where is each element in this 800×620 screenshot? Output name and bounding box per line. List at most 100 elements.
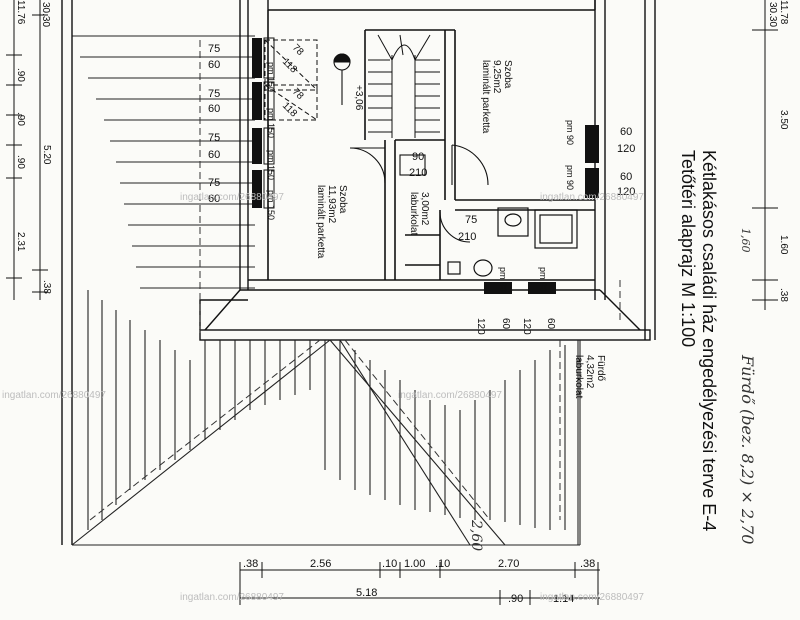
window-2-pm: pm 150 — [266, 108, 276, 138]
ridge-lines — [89, 40, 621, 521]
title-block: Kétlakásos családi ház engedélyezési ter… — [678, 150, 719, 531]
watermark-6: ingatlan.com/26880497 — [540, 592, 644, 603]
window-1-top: 75 — [208, 43, 220, 55]
room-szoba-left-floor: laminált parketta — [315, 185, 326, 259]
window-4-pm: pm 150 — [266, 190, 276, 220]
dim-bottom-270: 2.70 — [498, 558, 519, 570]
dim-bottom-10a: .10 — [382, 558, 397, 570]
door-labels: 90 210 75 210 — [409, 151, 477, 243]
door-2-width: 75 — [465, 214, 477, 226]
window-3-pm: pm 150 — [266, 150, 276, 180]
roof-hatching-bottom — [71, 290, 581, 546]
dim-bottom-256: 2.56 — [310, 558, 331, 570]
title-line-1: Kétlakásos családi ház engedélyezési ter… — [699, 150, 719, 531]
bwindow-2-pm: pm 90 — [538, 267, 548, 292]
dim-bottom-100: 1.00 — [404, 558, 425, 570]
watermarks: ingatlan.com/26880497 ingatlan.com/26880… — [2, 192, 644, 603]
window-1-bottom: 60 — [208, 59, 220, 71]
rwindow-2-top: 60 — [620, 171, 632, 183]
door-1-width: 90 — [412, 151, 424, 163]
dim-bottom-114: 1.14 — [553, 593, 574, 605]
bwindow-2-left: 120 — [521, 318, 532, 335]
room-furdo-floor: laburkolat — [573, 355, 584, 399]
left-dimension-texts: 30.30 11.76 .90 .90 .90 5.20 2.31 .38 — [15, 0, 52, 294]
watermark-3: ingatlan.com/26880497 — [2, 390, 106, 401]
title-line-2: Tetőtéri alaprajz M 1:100 — [678, 150, 698, 347]
staircase — [368, 34, 440, 138]
dim-left-90b: .90 — [15, 112, 26, 126]
bwindow-1-pm: pm 90 — [498, 267, 508, 292]
door-1-height: 210 — [409, 167, 427, 179]
skylight-1-w: 78 — [290, 42, 306, 58]
window-3-bottom: 60 — [208, 149, 220, 161]
dim-left-90a: .90 — [15, 68, 26, 82]
watermark-1: ingatlan.com/26880497 — [180, 192, 284, 203]
dim-bottom-518: 5.18 — [356, 587, 377, 599]
bathroom-fixtures — [447, 207, 578, 277]
room-szoba-left-area: 11,93m2 — [326, 185, 337, 224]
skylight-2-w: 78 — [290, 86, 306, 102]
dim-left-top-30: 30.30 — [40, 2, 51, 27]
bwindow-1-right: 60 — [500, 318, 511, 330]
room-hall-area: 3,00m2 — [419, 192, 430, 226]
dim-right-30: 30.30 — [767, 2, 778, 27]
door-2-height: 210 — [458, 231, 476, 243]
room-szoba-left-name: Szoba — [337, 185, 348, 214]
room-furdo-area: 4,32m2 — [584, 355, 595, 389]
dim-bottom-38a: .38 — [243, 558, 258, 570]
skylight-1-h: 118 — [280, 56, 299, 75]
dim-left-90c: .90 — [15, 155, 26, 169]
left-window-labels: 75 60 75 60 75 60 75 60 pm 150 pm 150 pm… — [208, 43, 276, 220]
left-window-blocks — [252, 37, 275, 209]
dim-left-38: .38 — [41, 280, 52, 294]
rwindow-1-pm: pm 90 — [565, 120, 575, 145]
dim-right-total: 11.78 — [778, 0, 789, 25]
bottom-dimension-texts: .38 2.56 .10 1.00 .10 2.70 .38 5.18 .90 … — [243, 558, 595, 605]
window-4-bottom: 60 — [208, 193, 220, 205]
dimension-lines — [6, 0, 778, 605]
rwindow-2-bottom: 120 — [617, 186, 635, 198]
interior-walls — [267, 10, 595, 280]
dim-left-231: 2.31 — [15, 232, 26, 252]
bwindow-2-right: 60 — [545, 318, 556, 330]
handwriting-middle: 2,60 — [468, 519, 484, 551]
rwindow-2-pm: pm 90 — [565, 165, 575, 190]
window-3-top: 75 — [208, 132, 220, 144]
bwindow-1-left: 120 — [475, 318, 486, 335]
watermark-4: ingatlan.com/26880497 — [398, 390, 502, 401]
dim-bottom-38b: .38 — [580, 558, 595, 570]
window-1-pm: pm 150 — [266, 62, 276, 92]
window-2-bottom: 60 — [208, 103, 220, 115]
room-labels: Szoba 9,25m2 laminált parketta Szoba 11,… — [315, 60, 606, 399]
room-furdo-name: Fürdő — [595, 355, 606, 382]
room-hall-floor: laburkolat — [408, 192, 419, 236]
watermark-5: ingatlan.com/26880497 — [180, 592, 284, 603]
dim-left-520: 5.20 — [41, 145, 52, 165]
level-mark-text: +3,06 — [353, 85, 364, 111]
level-mark-symbol — [333, 53, 351, 105]
outer-wall-lines — [61, 0, 656, 545]
dim-right-38: .38 — [778, 288, 789, 302]
handwriting-right: Fürdő (bez. 8,2) × 2,70 — [738, 354, 757, 544]
right-window-labels: 60 120 60 120 pm 90 pm 90 — [565, 120, 635, 198]
handwriting-small: 1,60 — [739, 228, 752, 253]
room-szoba-top-area: 9,25m2 — [491, 60, 502, 94]
room-szoba-top-name: Szoba — [502, 60, 513, 89]
bottom-window-labels: 120 60 120 60 pm 90 pm 90 — [475, 267, 556, 335]
rwindow-1-top: 60 — [620, 126, 632, 138]
door-swings — [349, 144, 489, 243]
watermark-2: ingatlan.com/26880497 — [540, 192, 644, 203]
handwritten-notes: Fürdő (bez. 8,2) × 2,70 2,60 1,60 — [468, 228, 757, 551]
room-szoba-top-floor: laminált parketta — [480, 60, 491, 134]
dim-right-350: 3.50 — [778, 110, 789, 130]
skylight-2-h: 118 — [280, 100, 299, 119]
dim-left-total: 11.76 — [15, 0, 26, 25]
roof-hatching-left — [72, 35, 255, 289]
dim-bottom-10b: .10 — [435, 558, 450, 570]
window-4-top: 75 — [208, 177, 220, 189]
right-window-blocks — [484, 125, 599, 294]
window-2-top: 75 — [208, 88, 220, 100]
dim-right-160: 1.60 — [778, 235, 789, 255]
